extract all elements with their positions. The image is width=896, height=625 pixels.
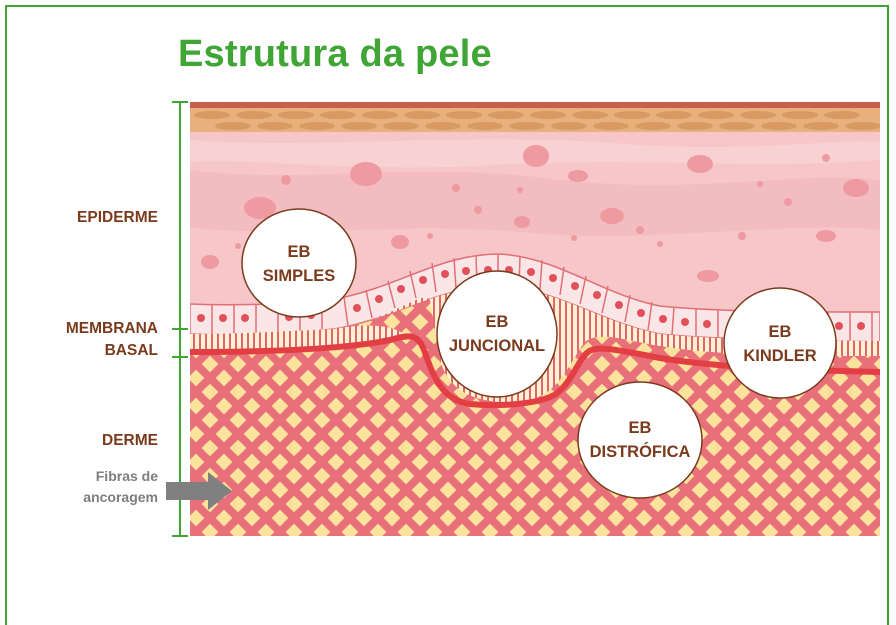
skin-surface (190, 102, 880, 108)
eb-juncional-line1: EB (485, 313, 509, 331)
eb-simples-label: EB SIMPLES (242, 240, 356, 288)
eb-kindler-label: EB KINDLER (724, 320, 836, 368)
eb-distrofica-line2: DISTRÓFICA (589, 443, 691, 461)
dermis-label: DERME (102, 430, 158, 452)
eb-distrofica-line1: EB (628, 419, 652, 437)
eb-distrofica-bubble (577, 381, 703, 499)
anchoring-fibrils-label: Fibras de ancoragem (83, 466, 158, 508)
basement-membrane (190, 333, 880, 409)
eb-simples-line2: SIMPLES (262, 267, 336, 285)
figure-frame (5, 5, 889, 625)
eb-kindler-line2: KINDLER (743, 347, 817, 365)
epidermal-cells (201, 145, 869, 282)
eb-juncional-bubble (436, 270, 558, 398)
layer-scale-bracket (172, 101, 188, 537)
page-title: Estrutura da pele (178, 33, 492, 75)
eb-kindler-bubble (723, 287, 837, 399)
epidermis-label: EPIDERME (77, 207, 158, 229)
eb-simples-line1: EB (287, 243, 311, 261)
anchoring-fibrils-label-line1: Fibras de (95, 468, 158, 484)
eb-distrofica-label: EB DISTRÓFICA (578, 416, 702, 464)
eb-juncional-label: EB JUNCIONAL (437, 310, 557, 358)
bubble-shapes (241, 208, 837, 499)
basement-membrane-label-line2: BASAL (104, 342, 158, 359)
basement-membrane-label: MEMBRANA BASAL (66, 318, 158, 362)
corneum-cells (194, 111, 880, 130)
basement-membrane-label-line1: MEMBRANA (65, 320, 158, 337)
anchoring-fibrils-arrow (166, 472, 232, 510)
skin-diagram (166, 101, 880, 537)
eb-juncional-line2: JUNCIONAL (448, 337, 546, 355)
epidermis-label-text: EPIDERME (77, 209, 158, 226)
dermis-label-text: DERME (102, 432, 158, 449)
anchoring-fibrils-label-line2: ancoragem (83, 489, 158, 505)
eb-kindler-line1: EB (768, 323, 792, 341)
eb-simples-bubble (241, 208, 357, 318)
